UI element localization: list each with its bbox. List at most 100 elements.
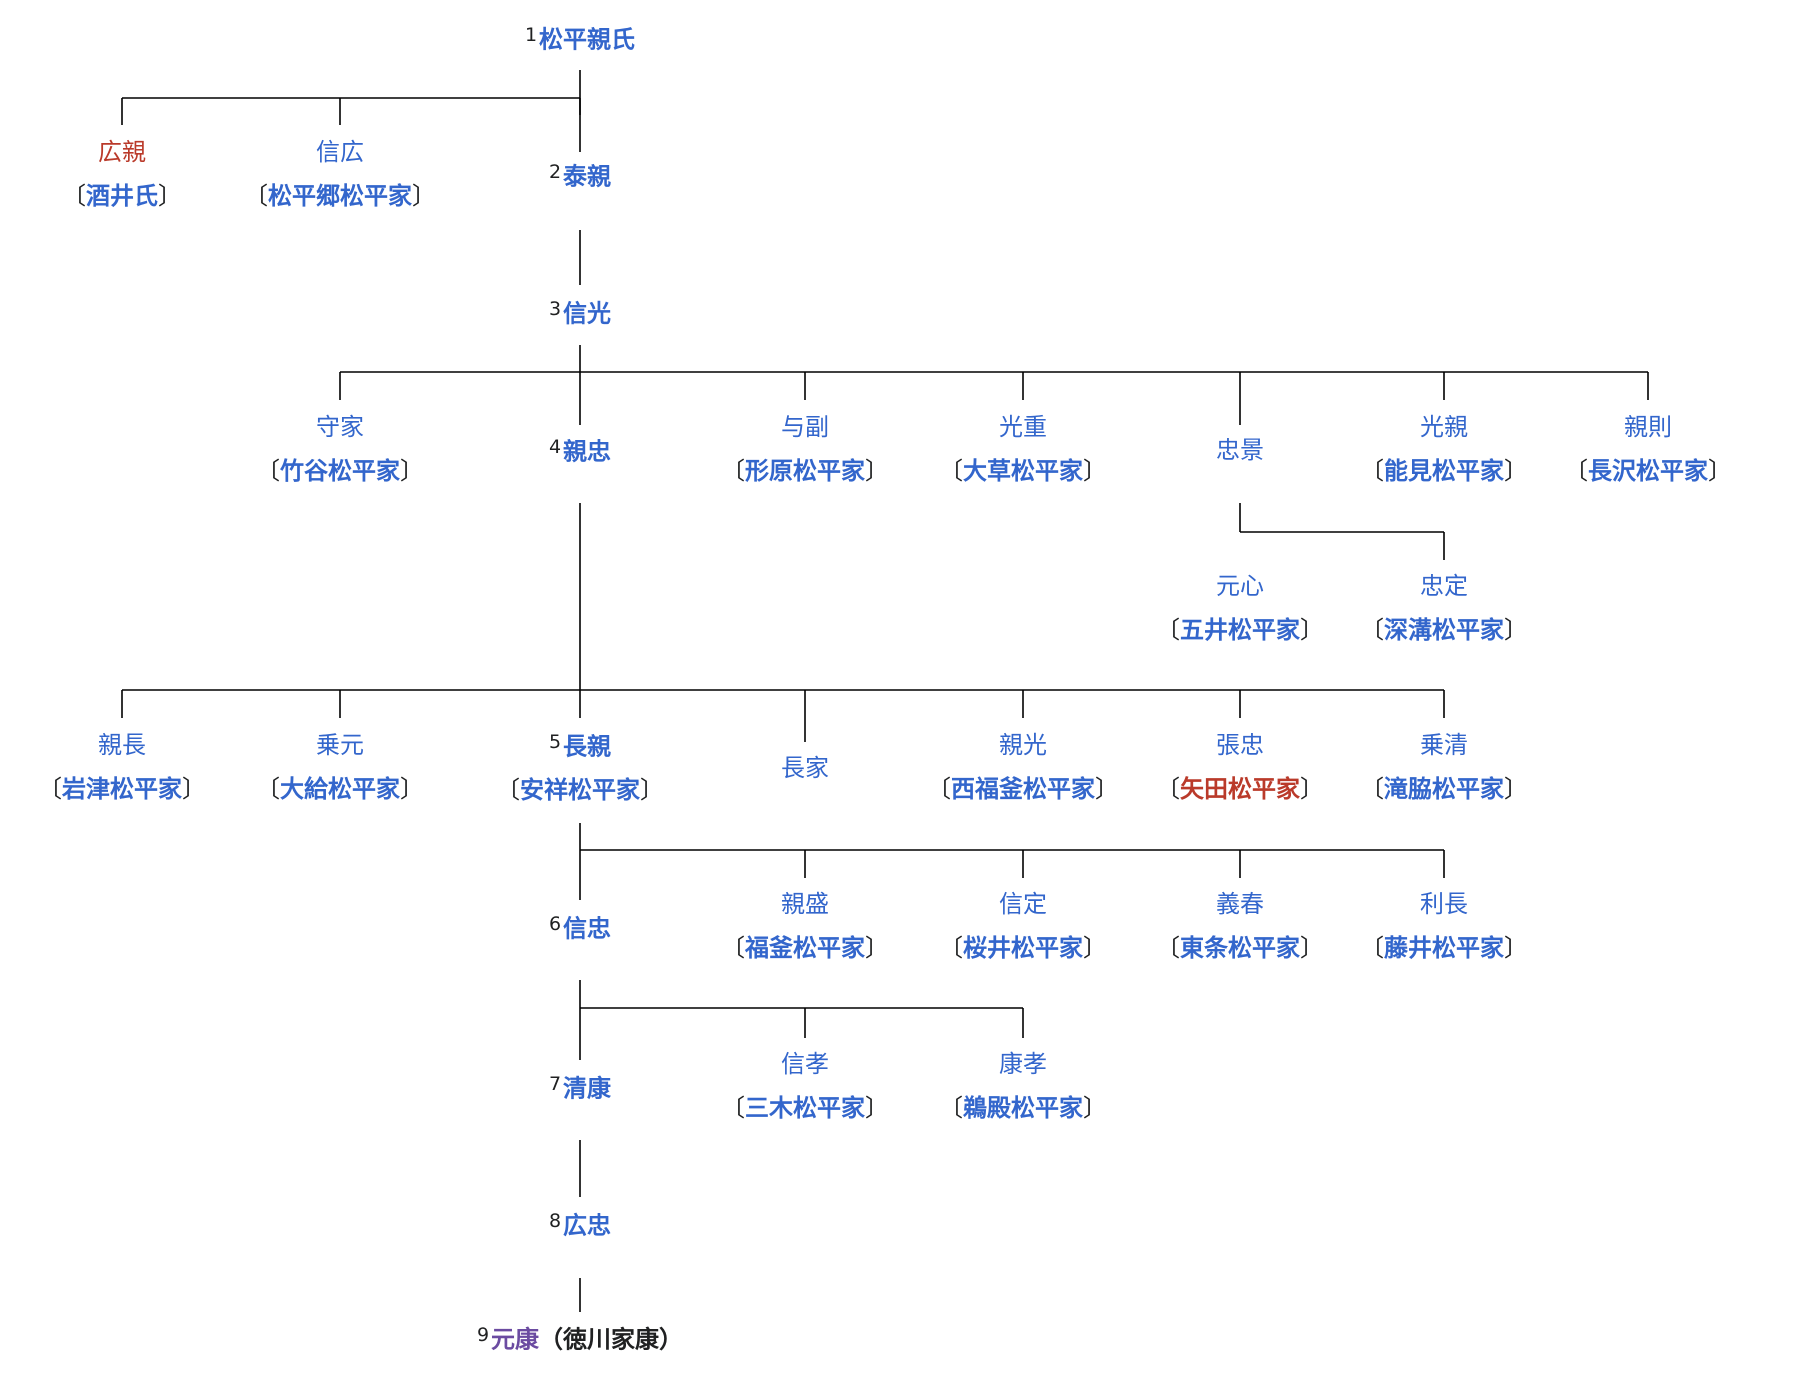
- house-label: 〔福釜松平家〕: [721, 936, 889, 960]
- person-name-row: 5長親: [496, 732, 664, 761]
- bracket-open: 〔: [927, 775, 951, 803]
- house-name-link[interactable]: 大草松平家: [963, 457, 1083, 485]
- person-name-row: 張忠: [1156, 733, 1324, 757]
- bracket-open: 〔: [721, 1094, 745, 1122]
- house-name-link[interactable]: 竹谷松平家: [280, 457, 400, 485]
- person-node-nobumitsu: 3信光: [549, 299, 612, 328]
- house-name-link[interactable]: 三木松平家: [745, 1094, 865, 1122]
- house-name-link[interactable]: 福釜松平家: [745, 934, 865, 962]
- person-name-link[interactable]: 信光: [563, 299, 612, 328]
- person-name-link[interactable]: 長家: [781, 754, 829, 782]
- person-name-link[interactable]: 守家: [316, 413, 364, 441]
- house-label: 〔岩津松平家〕: [38, 777, 206, 801]
- person-name-link[interactable]: 義春: [1216, 890, 1264, 918]
- person-name-link[interactable]: 親盛: [781, 890, 829, 918]
- house-name-link[interactable]: 安祥松平家: [520, 776, 640, 805]
- person-name-row: 光重: [939, 415, 1107, 439]
- house-label: 〔五井松平家〕: [1156, 618, 1324, 642]
- person-name-link[interactable]: 信孝: [781, 1050, 829, 1078]
- bracket-open: 〔: [38, 775, 62, 803]
- person-node-yasutaka: 康孝〔鵜殿松平家〕: [939, 1052, 1107, 1120]
- person-name-link[interactable]: 長親: [563, 732, 612, 761]
- person-name-link[interactable]: 乗元: [316, 731, 364, 759]
- person-name-link[interactable]: 親忠: [563, 437, 612, 466]
- person-name-link[interactable]: 康孝: [999, 1050, 1047, 1078]
- house-name-link[interactable]: 鵜殿松平家: [963, 1094, 1083, 1122]
- person-name-link[interactable]: 泰親: [563, 162, 612, 191]
- person-name-row: 乗清: [1360, 733, 1528, 757]
- person-name-link[interactable]: 信忠: [563, 914, 612, 943]
- house-name-link[interactable]: 矢田松平家: [1180, 775, 1300, 803]
- house-label: 〔大給松平家〕: [256, 777, 424, 801]
- bracket-close: 〕: [1300, 934, 1324, 962]
- person-name-link[interactable]: 利長: [1420, 890, 1468, 918]
- house-name-link[interactable]: 西福釜松平家: [951, 775, 1095, 803]
- person-name-link[interactable]: 信定: [999, 890, 1047, 918]
- person-name-link[interactable]: 光親: [1420, 413, 1468, 441]
- bracket-close: 〕: [865, 457, 889, 485]
- generation-number: 1: [524, 24, 538, 46]
- house-name-link[interactable]: 東条松平家: [1180, 934, 1300, 962]
- house-name-link[interactable]: 滝脇松平家: [1384, 775, 1504, 803]
- person-name-link[interactable]: 広忠: [563, 1211, 612, 1240]
- person-node-norikiyo: 乗清〔滝脇松平家〕: [1360, 733, 1528, 801]
- person-name-link[interactable]: 与副: [781, 413, 829, 441]
- bracket-open: 〔: [256, 457, 280, 485]
- house-label: 〔形原松平家〕: [721, 459, 889, 483]
- person-name-link[interactable]: 親光: [999, 731, 1047, 759]
- house-name-link[interactable]: 岩津松平家: [62, 775, 182, 803]
- person-name-link[interactable]: 忠景: [1216, 436, 1264, 464]
- house-name-link[interactable]: 酒井氏: [86, 182, 158, 210]
- bracket-open: 〔: [1360, 934, 1384, 962]
- house-label: 〔三木松平家〕: [721, 1096, 889, 1120]
- house-name-link[interactable]: 藤井松平家: [1384, 934, 1504, 962]
- person-name-row: 忠定: [1360, 574, 1528, 598]
- house-name-link[interactable]: 桜井松平家: [963, 934, 1083, 962]
- bracket-close: 〕: [400, 457, 424, 485]
- person-name-link[interactable]: 張忠: [1216, 731, 1264, 759]
- person-name-row: 与副: [721, 415, 889, 439]
- person-node-yosuke: 与副〔形原松平家〕: [721, 415, 889, 483]
- person-name-link[interactable]: 光重: [999, 413, 1047, 441]
- bracket-open: 〔: [1156, 775, 1180, 803]
- bracket-open: 〔: [1156, 616, 1180, 644]
- house-name-link[interactable]: 松平郷松平家: [268, 182, 412, 210]
- house-name-link[interactable]: 大給松平家: [280, 775, 400, 803]
- house-name-link[interactable]: 深溝松平家: [1384, 616, 1504, 644]
- house-label: 〔深溝松平家〕: [1360, 618, 1528, 642]
- person-name-link[interactable]: 親則: [1624, 413, 1672, 441]
- person-node-nagachika: 5長親〔安祥松平家〕: [496, 732, 664, 805]
- person-name-link[interactable]: 乗清: [1420, 731, 1468, 759]
- person-name-link[interactable]: 広親: [98, 138, 146, 166]
- person-name-link[interactable]: 忠定: [1420, 572, 1468, 600]
- person-name-link[interactable]: 元康: [491, 1325, 540, 1354]
- bracket-close: 〕: [1083, 934, 1107, 962]
- person-node-chikatada: 4親忠: [549, 437, 612, 466]
- house-label: 〔能見松平家〕: [1360, 459, 1528, 483]
- person-node-tadasada: 忠定〔深溝松平家〕: [1360, 574, 1528, 642]
- person-name-link[interactable]: 元心: [1216, 572, 1264, 600]
- house-label: 〔滝脇松平家〕: [1360, 777, 1528, 801]
- bracket-close: 〕: [1708, 457, 1732, 485]
- person-node-tadakage: 忠景: [1216, 438, 1264, 462]
- generation-number: 2: [548, 161, 562, 183]
- person-name-link[interactable]: 親長: [98, 731, 146, 759]
- person-name-row: 信定: [939, 892, 1107, 916]
- person-node-nobusada: 信定〔桜井松平家〕: [939, 892, 1107, 960]
- generation-number: 8: [548, 1210, 562, 1232]
- person-name-row: 9元康（徳川家康）: [477, 1325, 683, 1354]
- bracket-close: 〕: [1504, 775, 1528, 803]
- person-name-link[interactable]: 信広: [316, 138, 364, 166]
- person-node-yasuchika: 2泰親: [548, 161, 612, 191]
- house-name-link[interactable]: 能見松平家: [1384, 457, 1504, 485]
- house-name-link[interactable]: 形原松平家: [745, 457, 865, 485]
- house-name-link[interactable]: 五井松平家: [1180, 616, 1300, 644]
- person-name-link[interactable]: 清康: [563, 1074, 612, 1103]
- person-node-chikauji: 1松平親氏: [524, 24, 636, 54]
- person-name-link[interactable]: 松平親氏: [539, 25, 636, 54]
- house-label: 〔西福釜松平家〕: [927, 777, 1119, 801]
- bracket-close: 〕: [400, 775, 424, 803]
- bracket-close: 〕: [1504, 457, 1528, 485]
- house-name-link[interactable]: 長沢松平家: [1588, 457, 1708, 485]
- person-name-row: 4親忠: [549, 437, 612, 466]
